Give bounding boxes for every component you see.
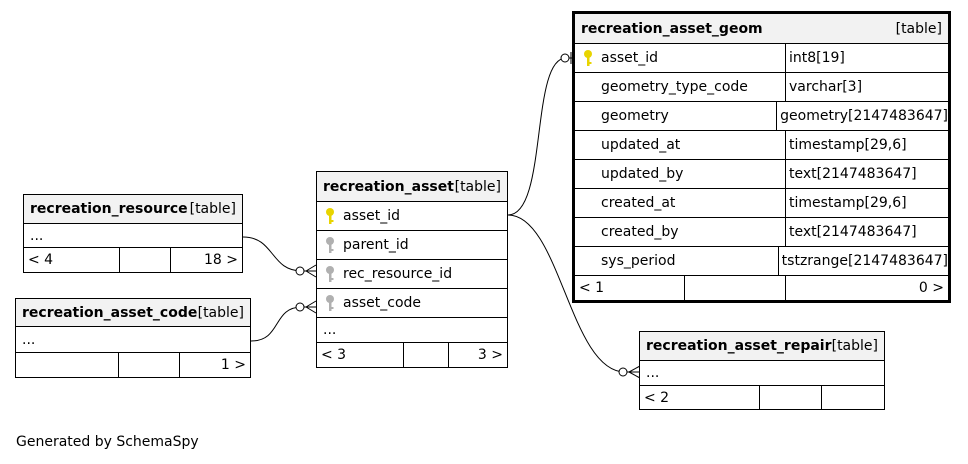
table-type: [table]	[454, 178, 501, 195]
table-header: recreation_asset_geom [table]	[575, 14, 948, 44]
column-name: geometry_type_code	[575, 73, 786, 101]
table-footer: < 3 3 >	[317, 343, 507, 367]
column-row[interactable]: created_at timestamp[29,6]	[575, 189, 948, 218]
column-type: text[2147483647]	[789, 166, 917, 182]
many-crowsfoot	[628, 365, 641, 379]
child-count[interactable]: 0 >	[918, 280, 944, 296]
column-type: int8[19]	[789, 50, 845, 66]
column-name: updated_by	[575, 160, 786, 188]
column-type: varchar[3]	[789, 79, 863, 95]
column-type: timestamp[29,6]	[789, 195, 907, 211]
column-type: timestamp[29,6]	[789, 137, 907, 153]
ellipsis-row: ...	[16, 327, 250, 353]
column-row[interactable]: created_by text[2147483647]	[575, 218, 948, 247]
column-row[interactable]: asset_code	[317, 289, 507, 318]
connector-resource-to-asset	[242, 236, 316, 272]
table-name[interactable]: recreation_resource	[30, 201, 188, 217]
column-name: rec_resource_id	[343, 266, 453, 282]
ellipsis-row: ...	[24, 224, 242, 248]
ellipsis: ...	[22, 331, 36, 348]
column-type: geometry[2147483647]	[780, 108, 948, 124]
table-header: recreation_asset [table]	[317, 172, 507, 202]
column-row[interactable]: parent_id	[317, 231, 507, 260]
connector-code-to-asset	[250, 306, 316, 342]
table-recreation-resource[interactable]: recreation_resource [table] ... < 4 18 >	[23, 194, 243, 273]
child-count[interactable]: 18 >	[204, 252, 238, 268]
foreign-key-icon	[326, 295, 334, 311]
generated-by-label: Generated by SchemaSpy	[16, 434, 199, 450]
ellipsis: ...	[323, 322, 337, 338]
primary-key-icon	[326, 208, 334, 224]
column-name: created_at	[575, 189, 786, 217]
child-count[interactable]: 3 >	[477, 347, 503, 363]
table-type: [table]	[189, 201, 236, 217]
column-name: asset_id	[601, 50, 659, 66]
row-count	[760, 386, 822, 409]
table-name[interactable]: recreation_asset_code	[22, 304, 198, 321]
table-recreation-asset-code[interactable]: recreation_asset_code [table] ... 1 >	[15, 298, 251, 378]
column-name: sys_period	[575, 247, 779, 275]
row-count	[120, 248, 171, 272]
connector-asset-to-repair	[507, 214, 640, 373]
table-recreation-asset-repair[interactable]: recreation_asset_repair [table] ... < 2	[639, 331, 885, 410]
table-footer: < 4 18 >	[24, 248, 242, 272]
column-row[interactable]: asset_id int8[19]	[575, 44, 948, 73]
table-type: [table]	[895, 20, 942, 37]
table-type: [table]	[831, 338, 878, 354]
primary-key-icon	[584, 50, 592, 66]
column-name: created_by	[575, 218, 786, 246]
column-name: asset_code	[343, 295, 422, 311]
optional-marker	[618, 367, 628, 377]
column-name: asset_id	[343, 208, 401, 224]
ellipsis-row: ...	[317, 318, 507, 343]
column-row[interactable]: rec_resource_id	[317, 260, 507, 289]
ellipsis: ...	[30, 227, 44, 244]
parent-count[interactable]: < 3	[317, 343, 404, 367]
table-name[interactable]: recreation_asset_repair	[646, 338, 832, 354]
ellipsis: ...	[646, 365, 660, 381]
table-recreation-asset-geom[interactable]: recreation_asset_geom [table] asset_id i…	[572, 11, 951, 303]
ellipsis-row: ...	[640, 361, 884, 386]
optional-marker	[295, 302, 305, 312]
parent-count[interactable]	[16, 353, 119, 377]
many-crowsfoot	[305, 300, 317, 314]
table-header: recreation_asset_repair [table]	[640, 332, 884, 361]
column-row[interactable]: sys_period tstzrange[2147483647]	[575, 247, 948, 276]
table-footer: < 2	[640, 386, 884, 409]
table-footer: 1 >	[16, 353, 250, 377]
many-crowsfoot	[305, 264, 317, 278]
parent-count[interactable]: < 4	[24, 248, 120, 272]
optional-marker	[560, 53, 570, 63]
optional-marker	[295, 266, 305, 276]
column-row[interactable]: asset_id	[317, 202, 507, 231]
column-row[interactable]: updated_at timestamp[29,6]	[575, 131, 948, 160]
foreign-key-icon	[326, 237, 334, 253]
child-count[interactable]	[822, 386, 884, 409]
parent-count[interactable]: < 1	[575, 276, 685, 300]
row-count	[404, 343, 449, 367]
column-row[interactable]: updated_by text[2147483647]	[575, 160, 948, 189]
child-count[interactable]: 1 >	[220, 357, 246, 373]
connector-asset-to-geom	[507, 57, 574, 216]
row-count	[685, 276, 786, 300]
column-row[interactable]: geometry_type_code varchar[3]	[575, 73, 948, 102]
table-recreation-asset[interactable]: recreation_asset [table] asset_id parent…	[316, 171, 508, 368]
table-name[interactable]: recreation_asset	[323, 178, 454, 195]
column-row[interactable]: geometry geometry[2147483647]	[575, 102, 948, 131]
column-type: text[2147483647]	[789, 224, 917, 240]
table-header: recreation_resource [table]	[24, 195, 242, 224]
column-name: updated_at	[575, 131, 786, 159]
table-header: recreation_asset_code [table]	[16, 299, 250, 327]
foreign-key-icon	[326, 266, 334, 282]
table-name[interactable]: recreation_asset_geom	[581, 20, 763, 37]
table-footer: < 1 0 >	[575, 276, 948, 300]
column-name: parent_id	[343, 237, 409, 253]
parent-count[interactable]: < 2	[640, 386, 760, 409]
table-type: [table]	[197, 304, 244, 321]
column-name: geometry	[575, 102, 778, 130]
row-count	[119, 353, 180, 377]
column-type: tstzrange[2147483647]	[781, 253, 948, 269]
